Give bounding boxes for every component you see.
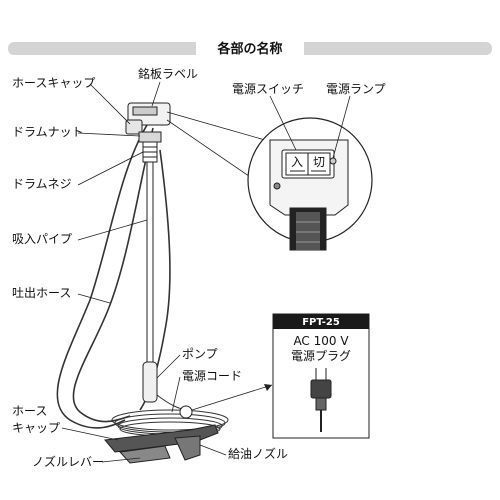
suction-pipe-shape bbox=[146, 161, 154, 363]
label-nozzle-lever: ノズルレバー bbox=[32, 454, 104, 469]
label-hose-cap-bottom-2: キャップ bbox=[12, 421, 60, 435]
label-power-switch: 電源スイッチ bbox=[232, 82, 304, 96]
plug-label: 電源プラグ bbox=[291, 349, 351, 363]
label-hose-cap-bottom-1: ホース bbox=[12, 404, 47, 418]
part-labels: ホースキャップ 銘板ラベル ドラムナット ドラムネジ 吸入パイプ 吐出ホース ポ… bbox=[12, 66, 386, 469]
pump-body bbox=[142, 361, 158, 403]
model-label: FPT-25 bbox=[302, 317, 340, 328]
switch-detail: 入 切 bbox=[166, 95, 373, 251]
label-nameplate: 銘板ラベル bbox=[138, 66, 198, 81]
discharge-hose-line bbox=[56, 124, 148, 429]
label-discharge-hose: 吐出ホース bbox=[12, 286, 71, 300]
discharge-hose-line-2 bbox=[72, 127, 154, 423]
label-power-lamp: 電源ランプ bbox=[326, 82, 386, 96]
plug-box: FPT-25 AC 100 V 電源プラグ bbox=[191, 313, 370, 439]
label-pump: ポンプ bbox=[182, 347, 218, 361]
voltage-label: AC 100 V bbox=[293, 334, 349, 348]
model-bar bbox=[273, 314, 369, 329]
label-drum-nut: ドラムナット bbox=[12, 125, 84, 139]
page-title: 各部の名称 bbox=[216, 41, 282, 57]
plug-icon bbox=[310, 368, 332, 432]
label-suction-pipe: 吸入パイプ bbox=[12, 232, 72, 246]
label-oil-nozzle: 給油ノズル bbox=[228, 446, 288, 461]
switch-on-label: 入 bbox=[291, 155, 303, 169]
power-lamp-shape bbox=[329, 157, 337, 165]
label-hose-cap-top: ホースキャップ bbox=[12, 76, 95, 90]
label-power-cord: 電源コード bbox=[182, 369, 242, 383]
pump-assembly bbox=[56, 102, 229, 464]
label-drum-screw: ドラムネジ bbox=[12, 177, 72, 191]
header-bar: 各部の名称 bbox=[8, 38, 492, 58]
switch-off-label: 切 bbox=[313, 155, 325, 169]
